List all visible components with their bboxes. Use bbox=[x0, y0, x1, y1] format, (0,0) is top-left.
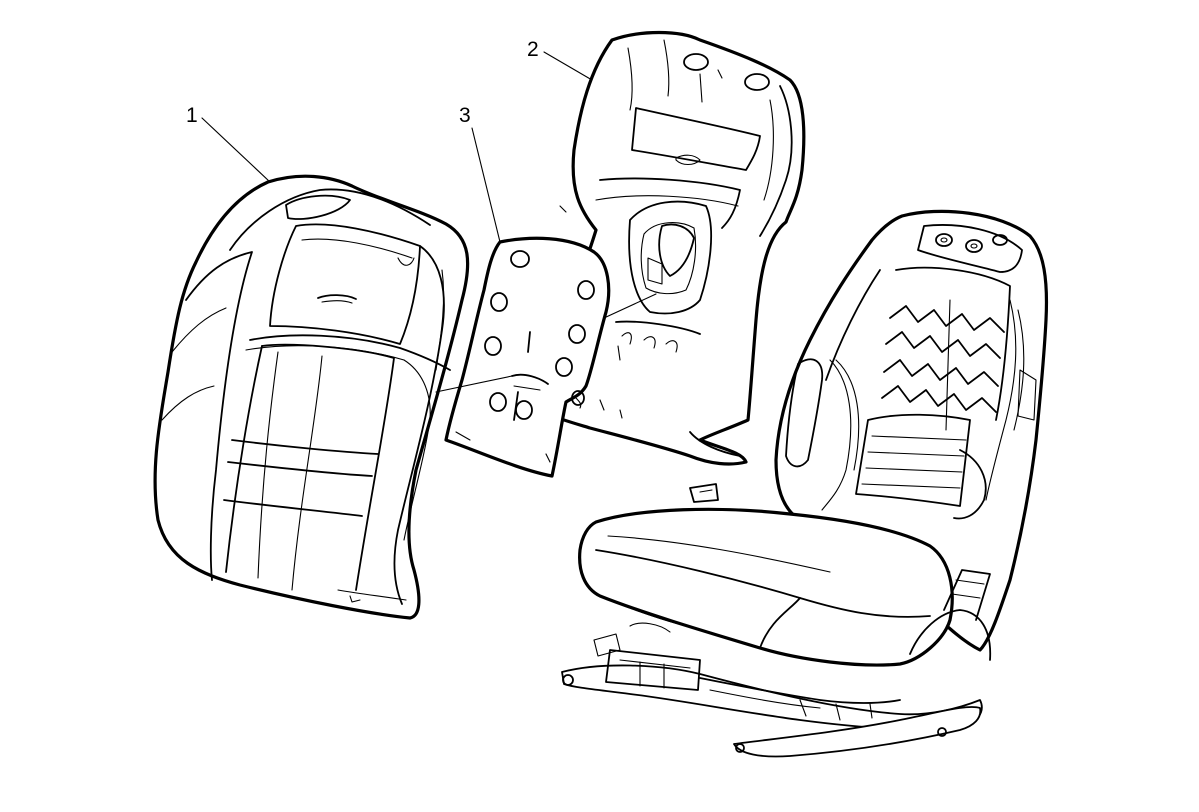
seatback-cover-part bbox=[153, 174, 470, 620]
leader-line-2 bbox=[543, 51, 593, 81]
leader-line-3 bbox=[471, 127, 501, 243]
callout-label-1: 1 bbox=[186, 104, 198, 127]
callout-label-3: 3 bbox=[459, 104, 471, 127]
callout-1: 1 bbox=[186, 104, 271, 183]
callout-2: 2 bbox=[527, 38, 593, 81]
seatback-foam-part bbox=[546, 30, 806, 466]
backrest-panel-part bbox=[435, 236, 657, 478]
seat-frame-assembly bbox=[561, 209, 1049, 758]
callout-label-2: 2 bbox=[527, 38, 539, 61]
callout-3: 3 bbox=[459, 104, 501, 243]
leader-line-1 bbox=[201, 117, 271, 183]
